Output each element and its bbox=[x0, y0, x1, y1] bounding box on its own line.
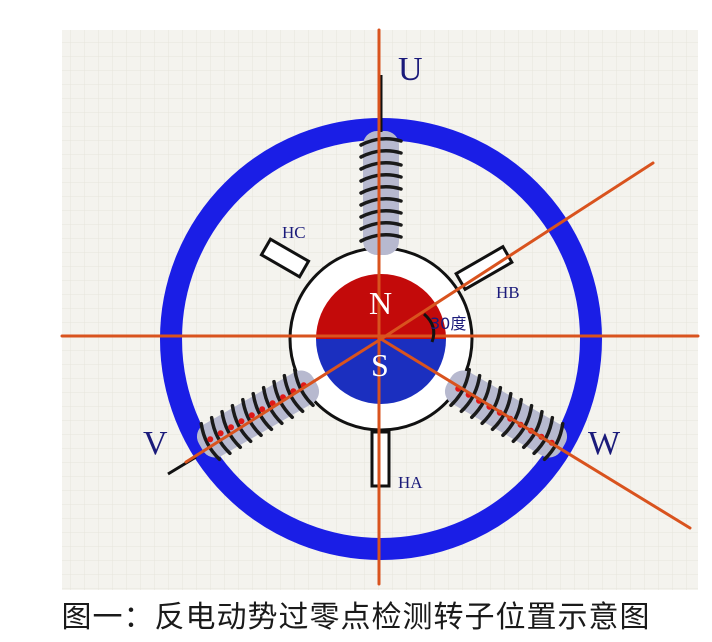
label-u: U bbox=[398, 51, 423, 88]
label-north: N bbox=[369, 285, 392, 321]
north-pole bbox=[316, 274, 446, 339]
label-v: V bbox=[143, 425, 168, 462]
label-ha: HA bbox=[398, 473, 423, 492]
label-w: W bbox=[588, 425, 621, 462]
coil-u bbox=[359, 131, 403, 255]
angle-arc bbox=[422, 312, 436, 343]
hall-sensor-hc bbox=[259, 237, 311, 279]
axis-30deg-down bbox=[379, 337, 692, 530]
label-angle: 30度 bbox=[430, 314, 466, 333]
figure-caption: 图一：反电动势过零点检测转子位置示意图 bbox=[61, 600, 651, 635]
hall-sensor-hb bbox=[454, 244, 514, 292]
south-pole bbox=[316, 339, 446, 404]
label-hc: HC bbox=[282, 223, 306, 242]
label-hb: HB bbox=[496, 283, 520, 302]
label-south: S bbox=[371, 347, 389, 383]
axis-30deg-up bbox=[379, 161, 655, 341]
axis-v-lead bbox=[184, 337, 383, 464]
